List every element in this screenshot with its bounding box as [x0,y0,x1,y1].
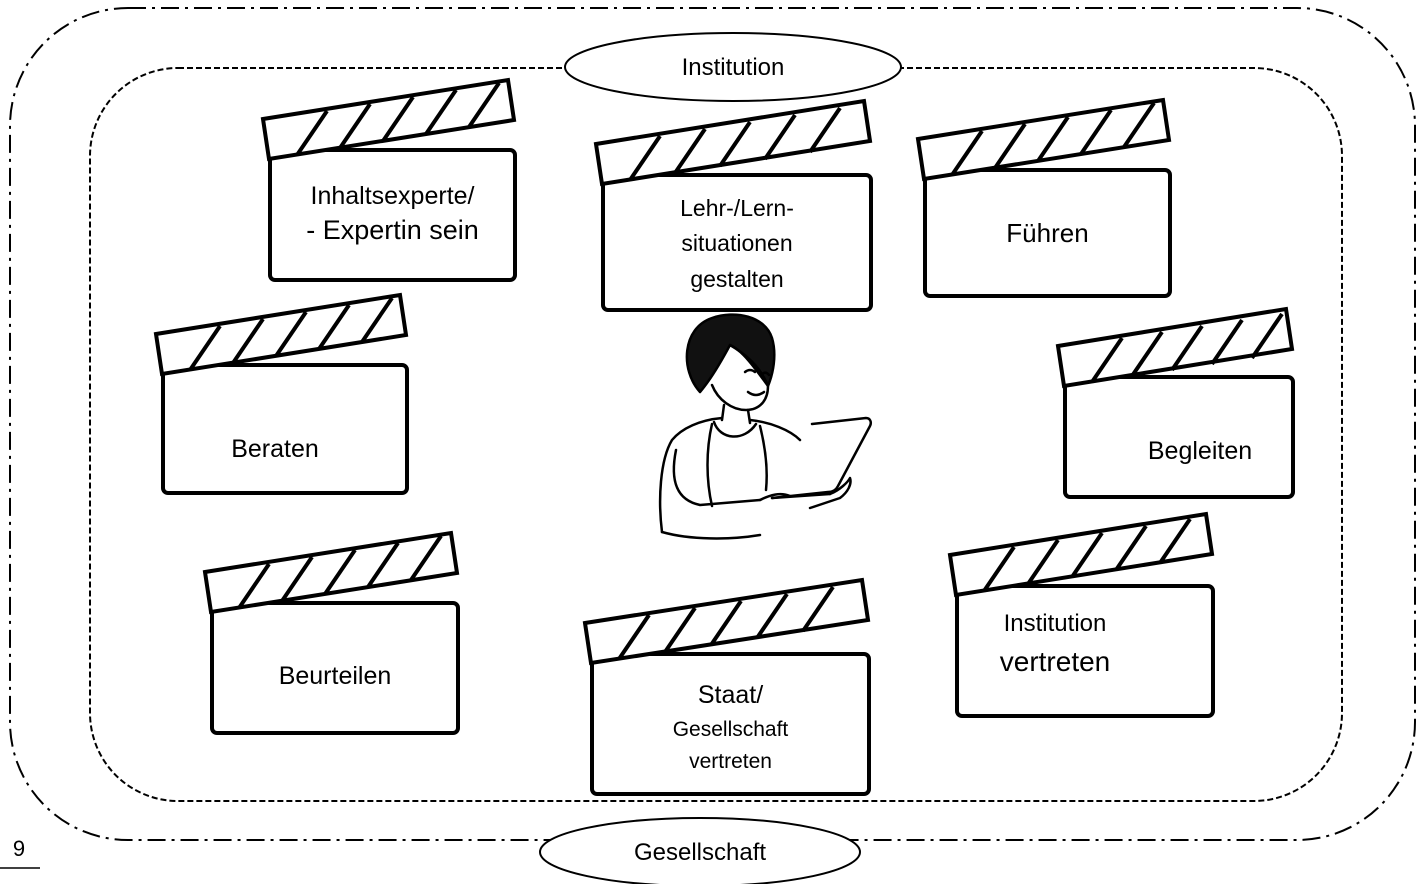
role-content-expert: Inhaltsexperte/ - Expertin sein [272,152,513,276]
society-ellipse [539,817,861,884]
role-line: gestalten [690,265,784,292]
role-line: Beurteilen [278,661,392,690]
role-design-situations: Lehr-/Lern- situationen gestalten [605,182,869,306]
role-line: Staat/ [697,680,764,709]
role-line: vertreten [689,749,772,773]
clapperboard-represent-state [582,577,871,796]
clapperboard-assess [202,530,460,735]
role-represent-state: Staat/ Gesellschaft vertreten [594,660,867,794]
clapperboard-lead [915,97,1172,298]
institution-label: Institution [681,54,785,81]
role-line: vertreten [999,646,1111,678]
clapperboard-advise [153,292,409,495]
role-line: situationen [681,230,793,257]
role-line: Lehr-/Lern- [680,194,794,221]
page-number: 9 [12,836,26,861]
clapperboard-accompany [1055,306,1295,499]
role-line: Institution [1003,610,1107,638]
role-line: Begleiten [1147,436,1253,465]
role-line: Führen [1006,218,1089,249]
society-label: Gesellschaft [633,839,767,866]
role-assess: Beurteilen [214,606,456,730]
institution-ellipse [564,32,902,102]
role-line: Gesellschaft [672,718,789,742]
role-accompany: Begleiten [1090,380,1310,494]
clapperboard-design-situations [593,98,873,312]
role-line: Beraten [231,434,319,463]
role-line: - Expertin sein [306,214,479,245]
role-lead: Führen [927,174,1168,294]
clapperboard-content-expert [260,77,517,282]
clapperboard-represent-institution [947,511,1215,718]
role-represent-institution: Institution vertreten [930,590,1180,700]
role-advise: Beraten [165,367,385,491]
role-line: Inhaltsexperte/ [310,182,475,211]
teacher-with-laptop-icon [658,313,873,540]
